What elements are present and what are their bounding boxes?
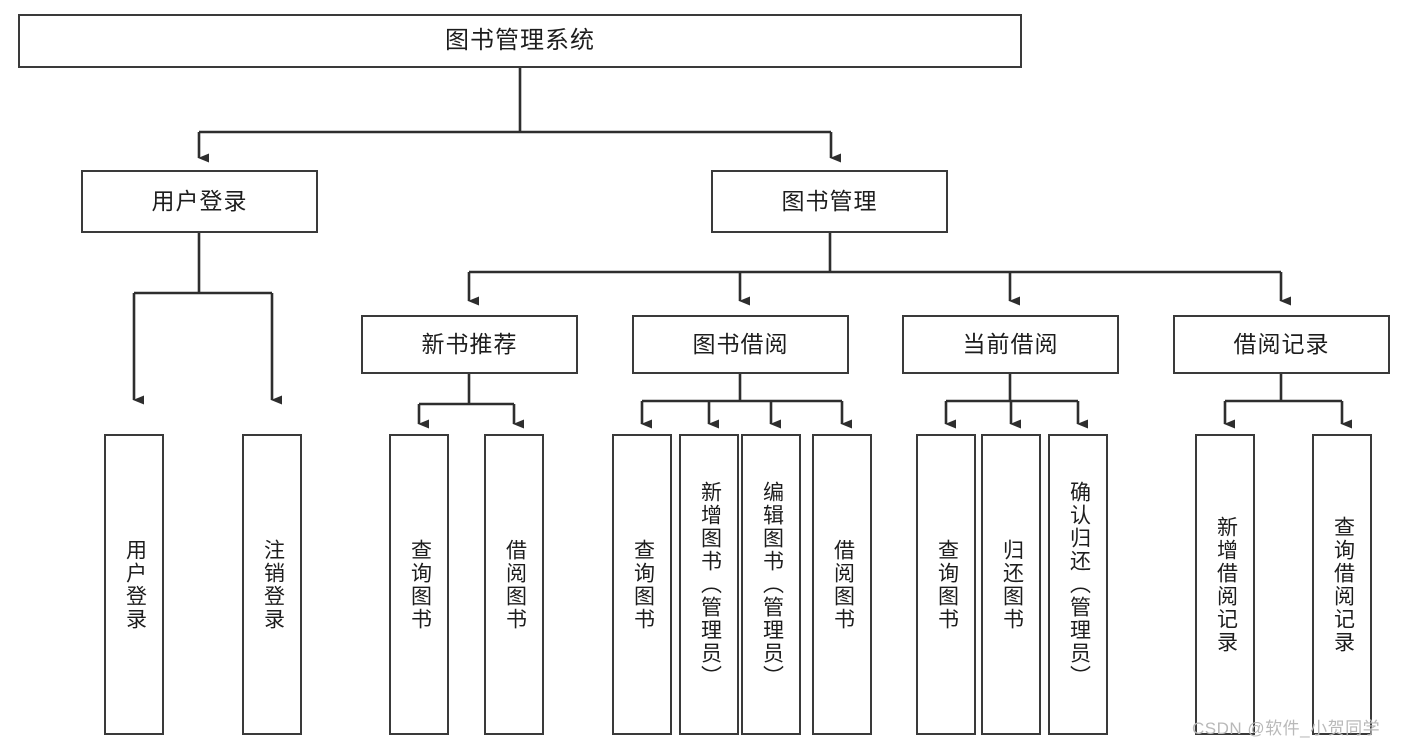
leaf-query-book-borrow[interactable]: 查询图书 xyxy=(612,434,672,735)
node-label: 编辑图书（管理员） xyxy=(760,481,784,688)
leaf-query-book-recommend[interactable]: 查询图书 xyxy=(389,434,449,735)
node-borrow-record[interactable]: 借阅记录 xyxy=(1173,315,1390,374)
node-label: 用户登录 xyxy=(123,538,147,631)
node-label: 图书借阅 xyxy=(692,330,789,357)
node-label: 用户登录 xyxy=(151,187,248,214)
leaf-borrow-book[interactable]: 借阅图书 xyxy=(812,434,872,735)
node-label: 新书推荐 xyxy=(421,330,518,357)
node-label: 借阅图书 xyxy=(503,538,527,631)
leaf-logout-login[interactable]: 注销登录 xyxy=(242,434,302,735)
node-label: 图书管理系统 xyxy=(445,26,595,54)
node-label: 归还图书 xyxy=(1000,538,1024,631)
leaf-confirm-return[interactable]: 确认归还（管理员） xyxy=(1048,434,1108,735)
node-label: 新增借阅记录 xyxy=(1214,515,1238,654)
node-label: 新增图书（管理员） xyxy=(698,481,722,688)
leaf-borrow-book-recommend[interactable]: 借阅图书 xyxy=(484,434,544,735)
leaf-query-borrow-record[interactable]: 查询借阅记录 xyxy=(1312,434,1372,735)
node-label: 注销登录 xyxy=(261,538,285,631)
node-label: 确认归还（管理员） xyxy=(1067,481,1091,688)
node-new-book-recommend[interactable]: 新书推荐 xyxy=(361,315,578,374)
leaf-query-book-current[interactable]: 查询图书 xyxy=(916,434,976,735)
node-label: 查询图书 xyxy=(408,538,432,631)
node-label: 查询图书 xyxy=(631,538,655,631)
leaf-return-book[interactable]: 归还图书 xyxy=(981,434,1041,735)
node-label: 查询图书 xyxy=(935,538,959,631)
node-label: 当前借阅 xyxy=(962,330,1059,357)
leaf-user-login[interactable]: 用户登录 xyxy=(104,434,164,735)
node-user-login[interactable]: 用户登录 xyxy=(81,170,318,233)
node-current-borrow[interactable]: 当前借阅 xyxy=(902,315,1119,374)
node-label: 查询借阅记录 xyxy=(1331,515,1355,654)
csdn-watermark: CSDN @软件_小贺同学 xyxy=(1192,719,1381,738)
leaf-add-book[interactable]: 新增图书（管理员） xyxy=(679,434,739,735)
leaf-edit-book[interactable]: 编辑图书（管理员） xyxy=(741,434,801,735)
leaf-add-borrow-record[interactable]: 新增借阅记录 xyxy=(1195,434,1255,735)
node-label: 借阅记录 xyxy=(1233,330,1330,357)
node-book-borrow[interactable]: 图书借阅 xyxy=(632,315,849,374)
node-root-system[interactable]: 图书管理系统 xyxy=(18,14,1022,68)
node-label: 图书管理 xyxy=(781,187,878,214)
node-book-manage[interactable]: 图书管理 xyxy=(711,170,948,233)
node-label: 借阅图书 xyxy=(831,538,855,631)
